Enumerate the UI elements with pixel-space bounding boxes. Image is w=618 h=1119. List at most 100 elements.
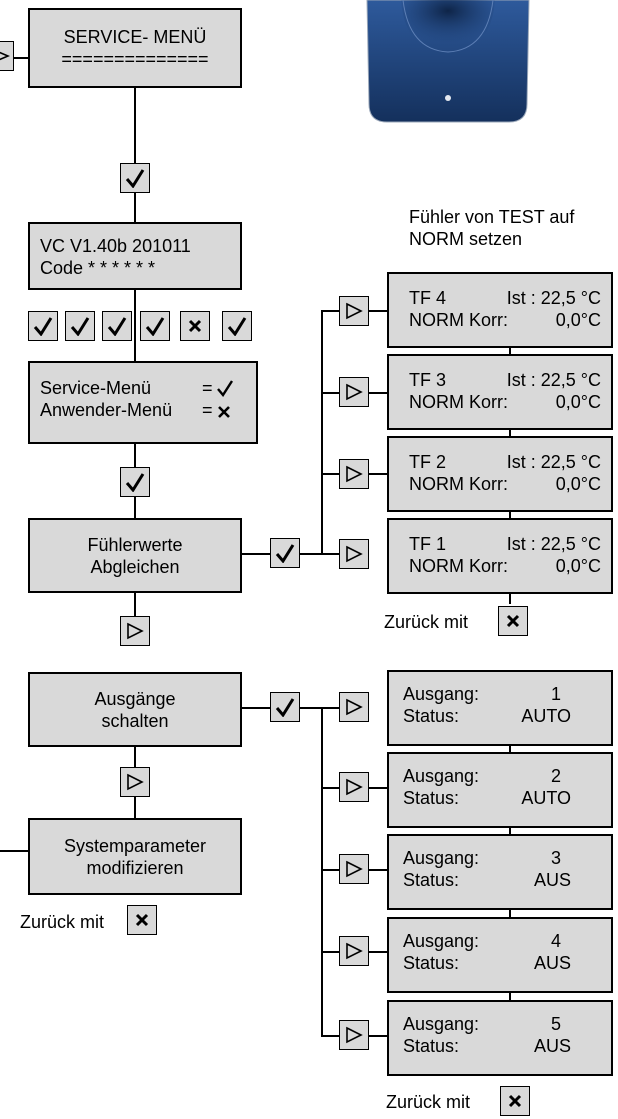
triangle-right-icon bbox=[127, 773, 144, 791]
sensor-menu-box[interactable]: Fühlerwerte Abgleichen bbox=[28, 518, 242, 593]
version-text: VC V1.40b 201011 bbox=[40, 236, 191, 256]
sensor-norm-label: NORM Korr: bbox=[409, 556, 508, 576]
sensor-next-button[interactable] bbox=[339, 459, 369, 489]
output-next-button[interactable] bbox=[339, 772, 369, 802]
x-icon bbox=[188, 319, 202, 333]
output-number: 5 bbox=[550, 1014, 561, 1034]
service-menu-title: SERVICE- MENÜ bbox=[63, 27, 207, 47]
outputs-menu-box[interactable]: Ausgänge schalten bbox=[28, 672, 242, 747]
enter-service-button[interactable] bbox=[0, 41, 14, 71]
sensor-next-button[interactable] bbox=[339, 296, 369, 326]
sensor-norm-label: NORM Korr: bbox=[409, 474, 508, 494]
system-back-label: Zurück mit bbox=[20, 912, 105, 932]
sensor-name: TF 3 bbox=[409, 370, 447, 390]
triangle-right-icon bbox=[346, 860, 363, 878]
sensor-korr: 0,0°C bbox=[555, 392, 601, 412]
output-box: Ausgang:1 Status:AUTO bbox=[387, 670, 613, 746]
checkmark-icon bbox=[145, 317, 165, 336]
service-menu-underline: ============== bbox=[61, 49, 209, 69]
sensor-name: TF 1 bbox=[409, 534, 447, 554]
output-status-label: Status: bbox=[403, 1036, 460, 1056]
service-menu-label: Service-Menü bbox=[40, 378, 152, 398]
output-box: Ausgang:3 Status:AUS bbox=[387, 834, 613, 910]
code-confirm-button[interactable] bbox=[222, 311, 252, 341]
output-status: AUTO bbox=[521, 706, 571, 726]
sensor-next-button[interactable] bbox=[339, 377, 369, 407]
confirm-button[interactable] bbox=[270, 692, 300, 722]
triangle-right-icon bbox=[346, 942, 363, 960]
code-cancel-button[interactable] bbox=[180, 311, 210, 341]
output-next-button[interactable] bbox=[339, 936, 369, 966]
code-confirm-button[interactable] bbox=[102, 311, 132, 341]
code-confirm-button[interactable] bbox=[140, 311, 170, 341]
confirm-button[interactable] bbox=[120, 163, 150, 193]
triangle-right-icon bbox=[346, 302, 363, 320]
next-button[interactable] bbox=[120, 767, 150, 797]
confirm-button[interactable] bbox=[270, 538, 300, 568]
x-icon bbox=[218, 406, 230, 418]
system-menu-line2: modifizieren bbox=[86, 857, 184, 878]
checkmark-icon bbox=[227, 317, 247, 336]
output-label: Ausgang: bbox=[403, 848, 480, 868]
output-number: 1 bbox=[550, 684, 561, 704]
output-status-label: Status: bbox=[403, 706, 460, 726]
user-menu-label: Anwender-Menü bbox=[40, 400, 173, 420]
sensor-ist: Ist : 22,5 °C bbox=[506, 288, 601, 308]
triangle-right-icon bbox=[127, 622, 144, 640]
connector-line bbox=[0, 850, 28, 852]
x-icon bbox=[135, 913, 149, 927]
system-back-button[interactable] bbox=[127, 905, 157, 935]
code-confirm-button[interactable] bbox=[65, 311, 95, 341]
checkmark-icon bbox=[275, 698, 295, 717]
checkmark-icon bbox=[107, 317, 127, 336]
output-label: Ausgang: bbox=[403, 766, 480, 786]
system-menu-line1: Systemparameter bbox=[63, 835, 207, 856]
sensor-next-button[interactable] bbox=[339, 539, 369, 569]
service-menu-box: SERVICE- MENÜ ============== bbox=[28, 8, 242, 88]
sensor-name: TF 2 bbox=[409, 452, 447, 472]
output-label: Ausgang: bbox=[403, 931, 480, 951]
sensor-norm-label: NORM Korr: bbox=[409, 310, 508, 330]
sensor-norm-label: NORM Korr: bbox=[409, 392, 508, 412]
checkmark-icon bbox=[70, 317, 90, 336]
next-button[interactable] bbox=[120, 616, 150, 646]
triangle-right-icon bbox=[346, 1026, 363, 1044]
sensor-back-button[interactable] bbox=[498, 606, 528, 636]
output-box: Ausgang:5 Status:AUS bbox=[387, 1000, 613, 1076]
triangle-right-icon bbox=[346, 778, 363, 796]
outputs-back-label: Zurück mit bbox=[386, 1092, 471, 1112]
sensor-menu-line2: Abgleichen bbox=[90, 556, 180, 577]
sensor-korr: 0,0°C bbox=[555, 474, 601, 494]
output-number: 4 bbox=[550, 931, 561, 951]
output-status: AUS bbox=[533, 870, 571, 890]
outputs-menu-line2: schalten bbox=[101, 710, 169, 731]
system-menu-box[interactable]: Systemparameter modifizieren bbox=[28, 818, 242, 895]
output-status: AUTO bbox=[521, 788, 571, 808]
code-confirm-button[interactable] bbox=[28, 311, 58, 341]
checkmark-icon bbox=[125, 169, 145, 188]
outputs-back-button[interactable] bbox=[500, 1086, 530, 1116]
sensor-heading-line1: Fühler von TEST auf bbox=[409, 207, 575, 227]
sensor-back-label: Zurück mit bbox=[384, 612, 469, 632]
output-status-label: Status: bbox=[403, 788, 460, 808]
triangle-right-icon bbox=[346, 698, 363, 716]
sensor-heading-line2: NORM setzen bbox=[409, 229, 523, 249]
triangle-right-icon bbox=[0, 51, 10, 61]
sensor-heading: Fühler von TEST auf NORM setzen bbox=[409, 206, 574, 250]
output-status-label: Status: bbox=[403, 953, 460, 973]
output-next-button[interactable] bbox=[339, 1020, 369, 1050]
sensor-menu-line1: Fühlerwerte bbox=[87, 534, 183, 555]
output-next-button[interactable] bbox=[339, 854, 369, 884]
confirm-button[interactable] bbox=[120, 467, 150, 497]
menu-select-box: Service-Menü = Anwender-Menü = bbox=[28, 361, 258, 444]
sensor-ist: Ist : 22,5 °C bbox=[506, 370, 601, 390]
output-next-button[interactable] bbox=[339, 692, 369, 722]
outputs-menu-line1: Ausgänge bbox=[94, 688, 176, 709]
x-icon bbox=[508, 1094, 522, 1108]
sensor-name: TF 4 bbox=[409, 288, 447, 308]
code-text: Code * * * * * * bbox=[40, 258, 156, 278]
output-box: Ausgang:2 Status:AUTO bbox=[387, 752, 613, 828]
